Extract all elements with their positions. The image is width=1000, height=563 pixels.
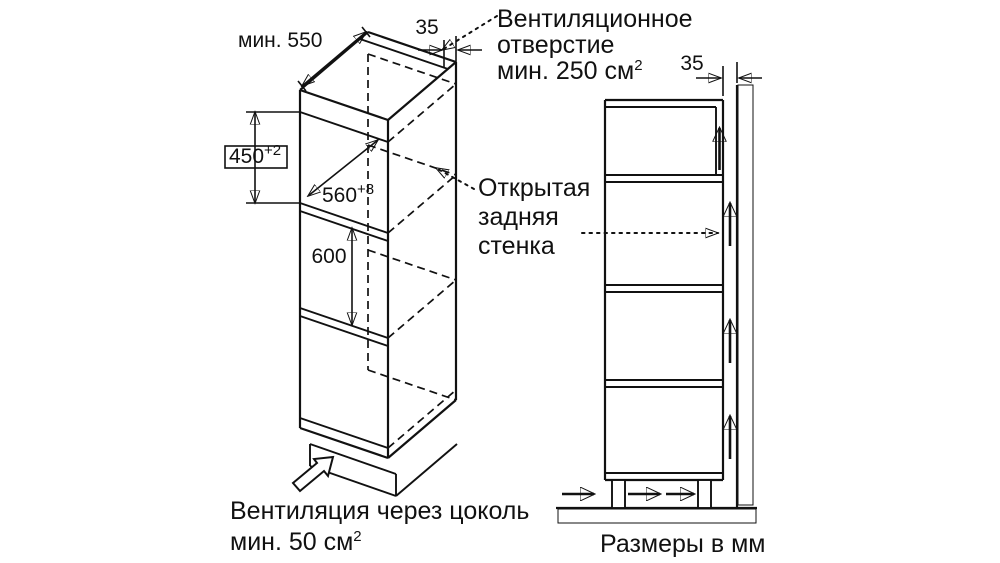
- plinth-airflow-arrow: [291, 455, 335, 493]
- dim-depth-550-label: мин. 550: [238, 29, 322, 52]
- wall-and-floor: [556, 85, 757, 510]
- vent-note-line1: Вентиляционное: [497, 5, 693, 33]
- cabinet-leg-left: [611, 479, 626, 509]
- dim-depth-550: мин. 550: [238, 26, 371, 92]
- dim-niche-600-label: 600: [311, 245, 346, 268]
- dim-height-450: 450+2: [224, 112, 299, 203]
- open-back-line1: Открытая: [478, 174, 590, 202]
- floor-hatching: [557, 508, 757, 524]
- cabinet-leg-right: [697, 479, 712, 509]
- note-plinth-vent: Вентиляция через цоколь мин. 50 см2: [230, 497, 529, 556]
- dim-height-450-label: 450+2: [229, 142, 281, 168]
- top-vent-slot-line: [359, 38, 449, 70]
- airflow-arrows: [562, 128, 730, 494]
- vent-note-line2: отверстие: [497, 31, 614, 59]
- cabinet-shelf-front-edges: [299, 111, 389, 449]
- vent-note-line3: мин. 250 см2: [497, 57, 643, 85]
- dim-width-560-label: 560+8: [322, 181, 374, 207]
- left-isometric-cabinet: мин. 550 35 450+2 560+8 600: [224, 16, 482, 497]
- plinth: [309, 443, 458, 497]
- vent-leader-line: [442, 15, 498, 50]
- dim-gap-35-right: 35: [680, 52, 762, 96]
- dim-gap-35-right-label: 35: [680, 52, 703, 75]
- open-back-leader-left: [436, 167, 475, 190]
- wall-hatching: [737, 84, 754, 506]
- annotation-open-back: Открытая задняя стенка: [436, 167, 718, 260]
- annotation-vent-opening: Вентиляционное отверстие мин. 250 см2: [442, 5, 693, 85]
- dim-gap-35-left-label: 35: [415, 16, 438, 39]
- plinth-note-line2: мин. 50 см2: [230, 528, 362, 556]
- open-back-line2: задняя: [478, 203, 559, 231]
- dim-width-560: 560+8: [308, 140, 378, 207]
- cabinet-profile: [603, 98, 725, 509]
- dim-niche-600: 600: [311, 228, 352, 325]
- cabinet-hidden-edges: [367, 53, 457, 449]
- plinth-note-line1: Вентиляция через цоколь: [230, 497, 529, 525]
- note-units: Размеры в мм: [600, 530, 765, 558]
- right-side-view: 35: [556, 52, 762, 524]
- open-back-line3: стенка: [478, 232, 555, 260]
